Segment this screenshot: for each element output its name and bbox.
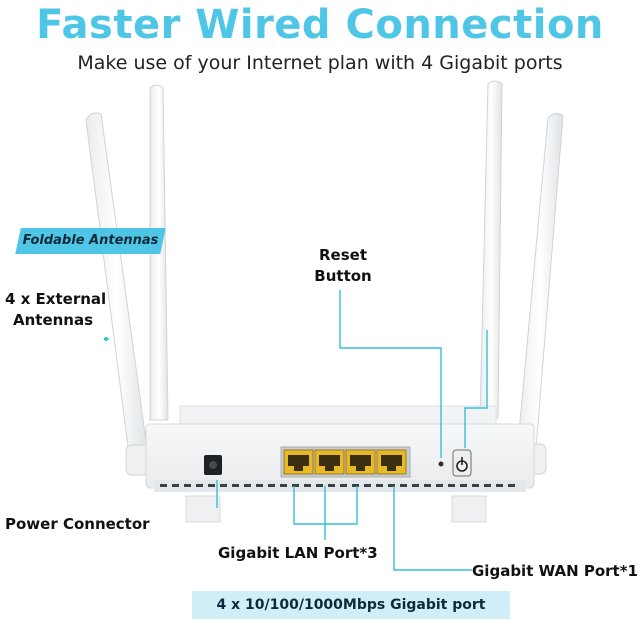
vent-slot bbox=[436, 484, 443, 487]
page-subtitle: Make use of your Internet plan with 4 Gi… bbox=[77, 52, 563, 74]
vent-slot bbox=[364, 484, 371, 487]
antenna-pointer-dot bbox=[104, 337, 108, 341]
vent-slot bbox=[244, 484, 251, 487]
vent-slot bbox=[448, 484, 455, 487]
vent-slot bbox=[496, 484, 503, 487]
antenna-front-right bbox=[516, 112, 564, 475]
vent-slot bbox=[340, 484, 347, 487]
vent-slot bbox=[328, 484, 335, 487]
port-spec-bar: 4 x 10/100/1000Mbps Gigabit port bbox=[192, 591, 510, 619]
vent-slot bbox=[376, 484, 383, 487]
vent-slot bbox=[472, 484, 479, 487]
vent-slot bbox=[316, 484, 323, 487]
vent-slot bbox=[460, 484, 467, 487]
antenna-back-right bbox=[479, 80, 503, 419]
vent-slot bbox=[232, 484, 239, 487]
vent-slot bbox=[424, 484, 431, 487]
vent-slot bbox=[160, 484, 167, 487]
vent-slot bbox=[280, 484, 287, 487]
vent-slot bbox=[184, 484, 191, 487]
port-spec-text: 4 x 10/100/1000Mbps Gigabit port bbox=[216, 597, 486, 613]
power-connector-label: Power Connector bbox=[5, 515, 150, 533]
vent-slot bbox=[304, 484, 311, 487]
power-connector bbox=[204, 455, 222, 475]
ethernet-port bbox=[376, 449, 407, 475]
wan-port-label: Gigabit WAN Port*1 bbox=[472, 562, 638, 580]
callout-lines bbox=[104, 290, 488, 571]
vent-slot bbox=[484, 484, 491, 487]
foldable-antennas-tag: Foldable Antennas bbox=[15, 228, 166, 254]
vent-slot bbox=[352, 484, 359, 487]
lan-port-label: Gigabit LAN Port*3 bbox=[218, 544, 378, 562]
ethernet-port bbox=[314, 449, 345, 475]
vent-slot bbox=[388, 484, 395, 487]
vent-slot bbox=[292, 484, 299, 487]
ethernet-port bbox=[345, 449, 376, 475]
foldable-antennas-label: Foldable Antennas bbox=[22, 233, 159, 248]
reset-button-label: Reset Button bbox=[305, 245, 381, 287]
reset-label-line2: Button bbox=[314, 267, 372, 285]
vent-slot bbox=[220, 484, 227, 487]
page-title: Faster Wired Connection bbox=[36, 2, 604, 48]
vent-slot bbox=[412, 484, 419, 487]
ethernet-ports bbox=[280, 446, 411, 478]
reset-pinhole bbox=[438, 461, 444, 467]
external-antennas-label: 4 x External Antennas bbox=[5, 289, 106, 331]
vent-slot bbox=[172, 484, 179, 487]
vent-slot bbox=[256, 484, 263, 487]
vent-slot bbox=[400, 484, 407, 487]
reset-label-line1: Reset bbox=[319, 246, 367, 264]
vent-slot bbox=[208, 484, 215, 487]
external-antennas-line2: Antennas bbox=[13, 311, 94, 329]
external-antennas-line1: 4 x External bbox=[5, 290, 107, 308]
vent-slot bbox=[196, 484, 203, 487]
vent-slot bbox=[508, 484, 515, 487]
ethernet-port bbox=[283, 449, 314, 475]
vent-slot bbox=[268, 484, 275, 487]
power-button-icon bbox=[452, 449, 472, 477]
